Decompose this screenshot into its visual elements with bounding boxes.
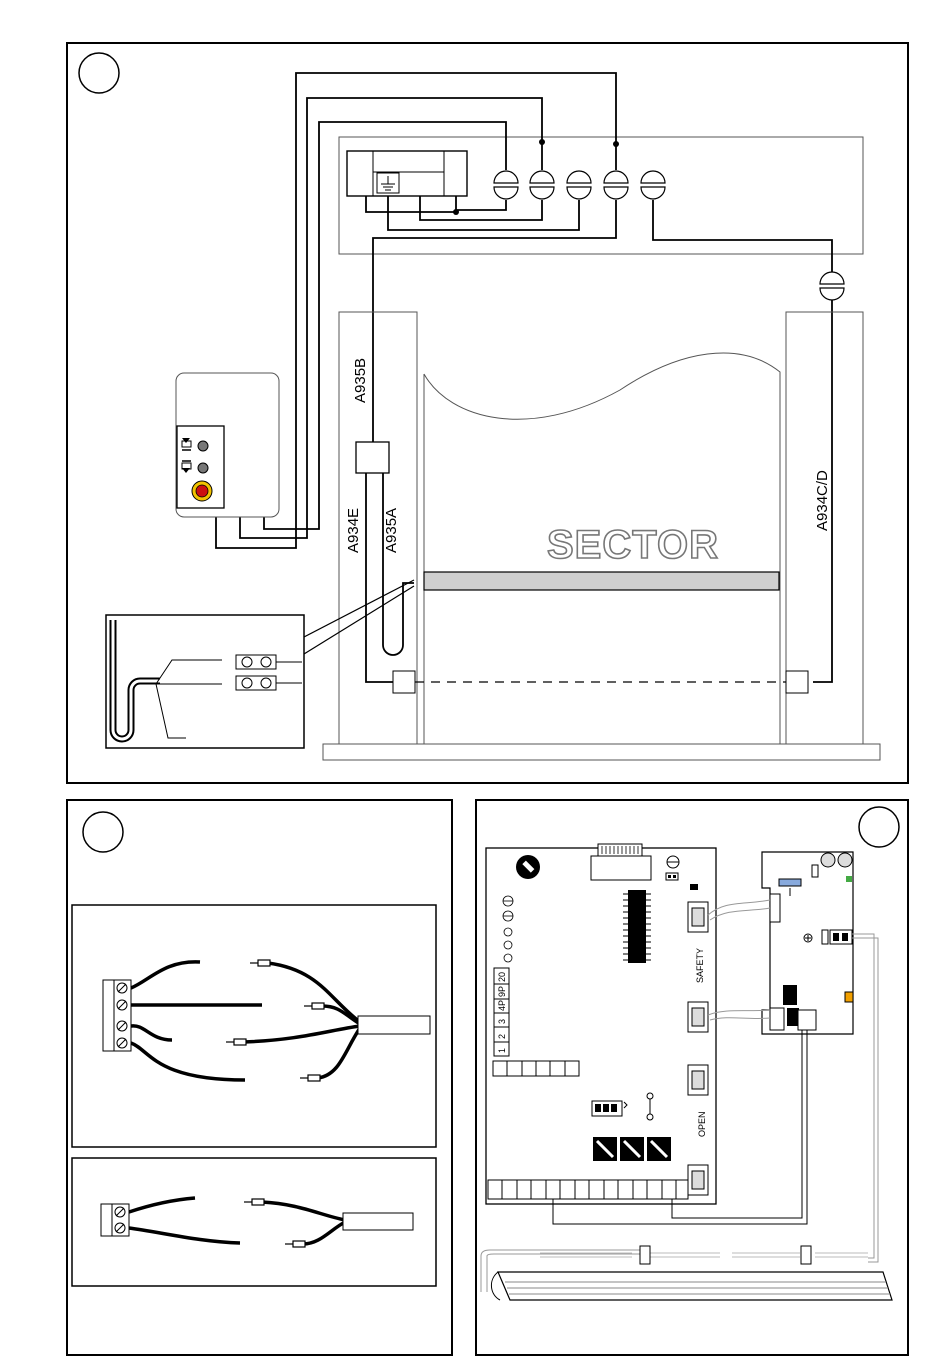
sector-logo: SECTOR [547,523,719,567]
microcontroller-chip [628,890,646,963]
figure-2-cable-prep-panel [67,800,452,1355]
relay-row [493,1061,579,1076]
terminal-number-4p: 4P [497,1000,507,1011]
wiring [216,73,832,682]
terminal-number-1: 1 [497,1048,507,1053]
inset-detail [106,580,414,748]
figure-3-board-connection-panel: 20 9P 4P 3 2 1 [476,800,908,1355]
terminal-block-2-pole [101,1204,129,1236]
label-safety: SAFETY [695,948,705,983]
connector-1 [494,171,518,199]
wire-connectors [494,171,844,300]
photocell-receiver [786,671,808,693]
terminal-number-3: 3 [497,1019,507,1024]
connector-4 [604,171,628,199]
figure-2-number-circle [83,812,123,852]
bottom-terminal-strip [488,1180,688,1199]
control-panel [176,373,279,517]
terminal-number-20: 20 [497,972,507,982]
control-board: 20 9P 4P 3 2 1 [486,844,716,1204]
terminal-number-9p: 9P [497,986,507,997]
label-a935a: A935A [383,508,400,553]
safety-connector-1 [688,902,708,932]
floor-sill [323,744,880,760]
trimmers [593,1137,671,1161]
figure-1-number-circle [79,53,119,93]
connector-5 [641,171,665,199]
connector-3 [567,171,591,199]
bottom-right-connector [688,1165,708,1195]
safety-edge-profile [424,572,779,590]
safety-connector-2 [688,1002,708,1032]
open-connector [688,1065,708,1095]
connector-6 [820,272,844,300]
figure-3-number-circle [859,807,899,847]
label-a934e: A934E [345,508,362,553]
figure-1-installation-panel: A935B A934E A935A A934C/D SECTOR [67,43,908,783]
cable-sheath-4-wire [358,1016,430,1034]
terminal-block-4-pole [103,980,131,1051]
wires-2-pole [129,1198,345,1244]
terminal-number-column: 20 9P 4P 3 2 1 [494,968,509,1056]
connector-2 [530,171,554,199]
safety-edge-strip [481,1246,892,1300]
label-a935b: A935B [352,358,369,403]
terminal-block [347,151,467,196]
terminal-number-2: 2 [497,1034,507,1039]
earth-icon [377,173,399,193]
cable-sheath-2-wire [343,1213,413,1230]
label-a934cd: A934C/D [814,470,831,531]
wires-4-pole [131,962,360,1080]
label-open: OPEN [697,1111,707,1137]
open-button [198,441,208,451]
safety-edge-interface-board [762,852,853,1034]
photocell-transmitter [393,671,415,693]
close-button [198,463,208,473]
a935b-box [356,442,389,473]
